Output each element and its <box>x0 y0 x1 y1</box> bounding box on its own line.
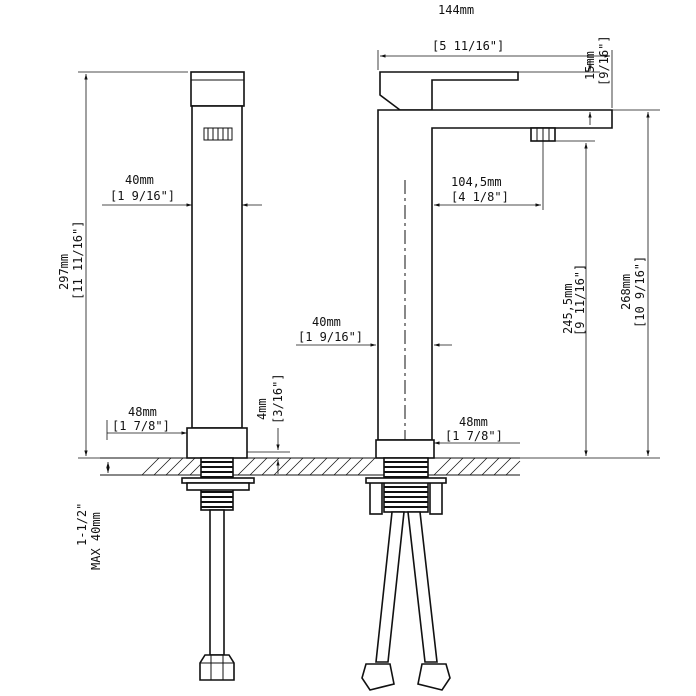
label-268mm-imperial: [10 9/16"] <box>633 256 647 328</box>
label-deck-metric: MAX 40mm <box>89 512 103 570</box>
front-hose-connector-right <box>417 663 451 691</box>
front-mounting-stud-right <box>429 479 443 515</box>
side-body <box>191 105 243 429</box>
label-40mm-front-imperial: [1 9/16"] <box>298 330 363 344</box>
faucet-side-view <box>181 71 255 681</box>
countertop-deck <box>100 457 521 476</box>
side-hose-connector <box>199 654 235 681</box>
label-245-5mm: 245,5mm <box>561 283 575 334</box>
label-144mm: 144mm <box>438 3 474 17</box>
front-shank-threads <box>384 461 428 508</box>
countertop-hatching <box>141 457 521 476</box>
label-245-5mm-imperial: [9 11/16"] <box>573 264 587 336</box>
side-nut <box>186 482 250 491</box>
dimension-labels: 144mm [5 11/16"] 15mm [9/16"] 104,5mm [4… <box>57 3 647 570</box>
faucet-front-view <box>361 71 613 691</box>
front-supply-hose-right <box>407 511 438 663</box>
label-4mm-imperial: [3/16"] <box>271 373 285 424</box>
label-40mm-front: 40mm <box>312 315 341 329</box>
label-15mm: 15mm <box>583 51 597 80</box>
side-supply-hose <box>209 509 225 656</box>
front-washer <box>365 477 447 484</box>
side-base <box>186 427 248 459</box>
label-4mm: 4mm <box>255 398 269 420</box>
label-297mm-imperial: [11 11/16"] <box>71 221 85 300</box>
label-48mm-front-imperial: [1 7/8"] <box>445 429 503 443</box>
label-48mm-side-imperial: [1 7/8"] <box>112 419 170 433</box>
label-40mm-side-imperial: [1 9/16"] <box>110 189 175 203</box>
label-104-5mm: 104,5mm <box>451 175 502 189</box>
front-hose-connector-left <box>361 663 395 691</box>
label-15mm-imperial: [9/16"] <box>597 35 611 86</box>
dimension-lines <box>78 50 660 474</box>
label-40mm-side: 40mm <box>125 173 154 187</box>
label-48mm-front: 48mm <box>459 415 488 429</box>
label-104-5mm-imperial: [4 1/8"] <box>451 190 509 204</box>
label-deck-imperial: 1-1/2" <box>75 503 89 546</box>
front-supply-hose-left <box>375 511 405 663</box>
side-handle <box>190 71 245 107</box>
front-handle <box>379 71 519 111</box>
label-297mm: 297mm <box>57 254 71 290</box>
label-144mm-imperial: [5 11/16"] <box>432 39 504 53</box>
label-48mm-side: 48mm <box>128 405 157 419</box>
label-268mm: 268mm <box>619 274 633 310</box>
front-base <box>375 439 435 459</box>
front-mounting-stud-left <box>369 479 383 515</box>
